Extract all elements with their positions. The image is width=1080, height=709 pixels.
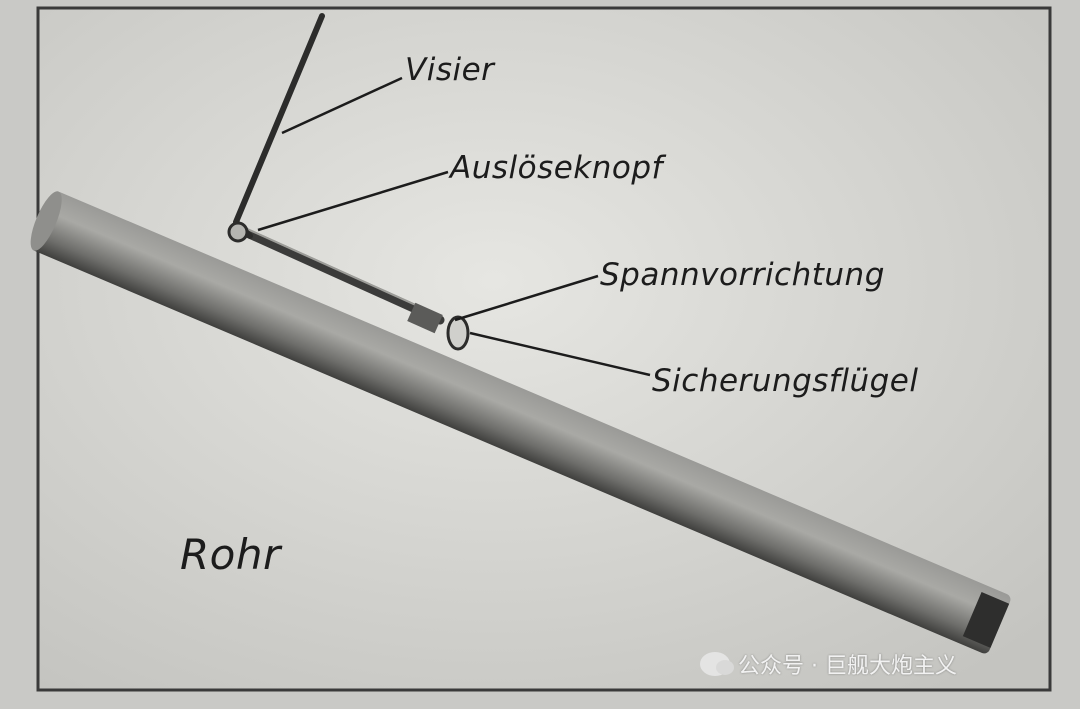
safety-wing [446, 315, 470, 351]
label-rohr: Rohr [180, 530, 281, 579]
label-sicherungsfluegel: Sicherungsflügel [652, 363, 919, 399]
watermark: 公众号 · 巨舰大炮主义 [700, 648, 957, 680]
leader-spannvorrichtung [454, 274, 599, 322]
label-ausloeseknopf: Auslöseknopf [450, 150, 663, 186]
wechat-icon [700, 652, 734, 676]
release-button [227, 221, 249, 243]
label-visier: Visier [405, 52, 495, 88]
trigger-rod [240, 227, 445, 325]
leader-ausloeseknopf [257, 170, 449, 232]
leader-visier [281, 76, 403, 135]
cocking-device [407, 302, 443, 334]
leader-sicherungsfluegel [469, 331, 651, 377]
tube [30, 191, 1011, 654]
watermark-text: 公众号 · 巨舰大炮主义 [738, 654, 957, 679]
label-spannvorrichtung: Spannvorrichtung [600, 257, 885, 293]
photo-border [36, 6, 1052, 692]
